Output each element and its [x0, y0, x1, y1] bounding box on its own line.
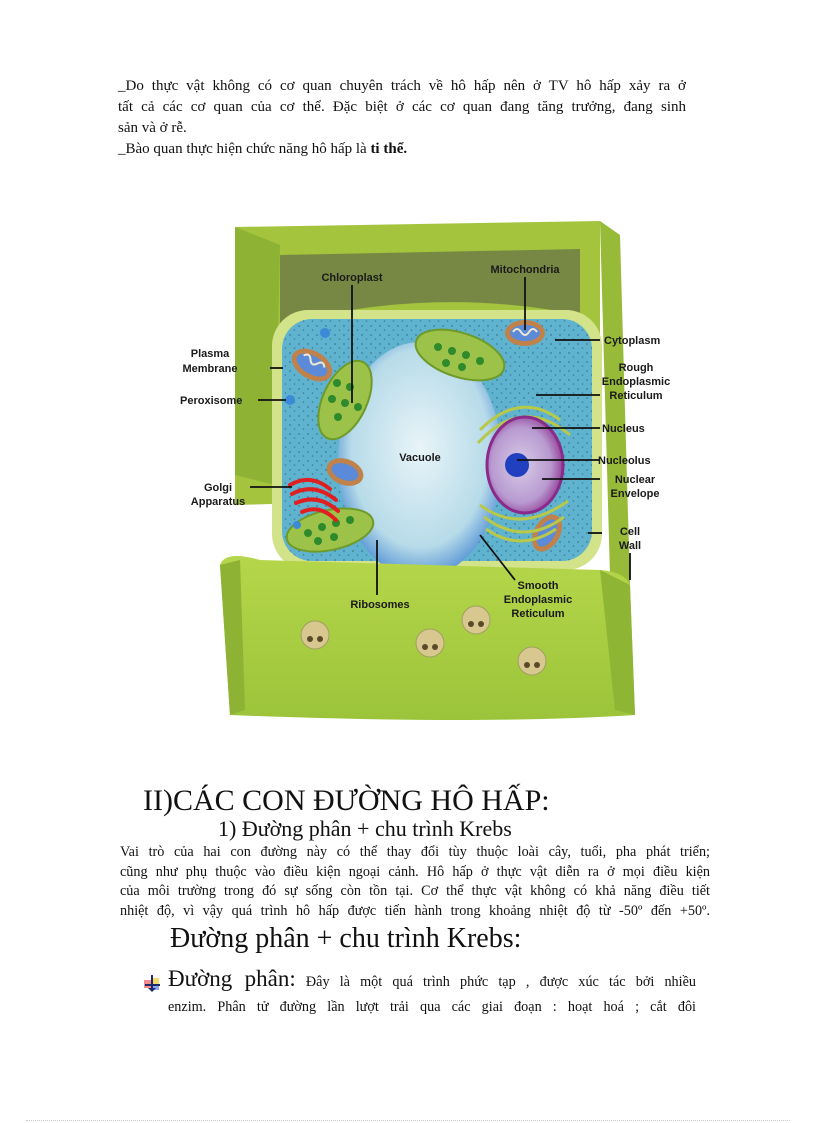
mitochondrion-3	[326, 458, 364, 486]
label-plasma-membrane-1: Plasma	[191, 348, 230, 360]
label-plasma-membrane-2: Membrane	[182, 363, 237, 375]
page-bottom-rule	[26, 1120, 790, 1121]
section-heading: II)CÁC CON ĐƯỜNG HÔ HẤP:	[143, 784, 550, 817]
golgi-apparatus	[288, 477, 340, 522]
para-line-1: Vai trò của hai con đường này có thể tha…	[120, 844, 710, 860]
label-vacuole: Vacuole	[399, 452, 441, 464]
label-rough-er-1: Rough	[619, 362, 654, 374]
peroxisome	[285, 395, 295, 405]
intro-line-4: _Bào quan thực hiện chức năng hô hấp là …	[118, 139, 686, 160]
para-line-3: của môi trường trong đó sự sống còn tồn …	[120, 883, 710, 900]
label-nuclear-envelope-2: Envelope	[611, 488, 660, 500]
label-peroxisome: Peroxisome	[180, 395, 242, 407]
cell-wall-inner-shadow	[280, 249, 580, 325]
cell-wall-left	[235, 227, 280, 485]
chloroplast-1	[317, 359, 373, 441]
label-chloroplast: Chloroplast	[321, 272, 382, 284]
label-golgi-1: Golgi	[204, 482, 232, 494]
label-cell-wall-2: Wall	[619, 540, 641, 552]
chloroplast-2	[414, 328, 506, 382]
mitochondrion-1	[291, 348, 333, 382]
intro-line-4-prefix: _Bào quan thực hiện chức năng hô hấp là	[118, 141, 371, 157]
label-ribosomes: Ribosomes	[350, 599, 409, 611]
bullet-line-1: Đường phân: Đây là một quá trình phức tạ…	[168, 964, 696, 997]
section-title-2: Đường phân + chu trình Krebs:	[170, 923, 522, 954]
label-cytoplasm: Cytoplasm	[604, 335, 660, 347]
intro-line-4-bold: ti thể.	[370, 141, 408, 157]
label-mitochondria: Mitochondria	[490, 264, 560, 276]
plant-cell-diagram: Chloroplast Mitochondria Plasma Membrane…	[180, 221, 670, 720]
mitochondrion-2	[505, 320, 545, 346]
section-subheading: 1) Đường phân + chu trình Krebs	[218, 816, 512, 841]
intro-line-2: tất cả các cơ quan của cơ thể. Đặc biệt …	[118, 99, 686, 115]
label-golgi-2: Apparatus	[191, 496, 245, 508]
section-paragraph: Vai trò của hai con đường này có thể tha…	[120, 843, 710, 921]
label-smooth-er-3: Reticulum	[511, 608, 564, 620]
intro-line-3: sản và ở rễ.	[118, 120, 187, 136]
label-nuclear-envelope-1: Nuclear	[615, 474, 656, 486]
vacuole	[338, 342, 502, 578]
pits	[300, 605, 547, 676]
nucleolus	[505, 453, 529, 477]
cell-wall-right	[600, 221, 630, 585]
bullet-term: Đường phân:	[168, 966, 296, 991]
leader-lines	[250, 277, 631, 595]
para-line-4: nhiệt độ, vì vậy quá trình hô hấp được t…	[120, 902, 710, 919]
label-cell-wall-1: Cell	[620, 526, 640, 538]
label-nucleus: Nucleus	[602, 423, 645, 435]
label-nucleolus: Nucleolus	[598, 455, 651, 467]
label-smooth-er-2: Endoplasmic	[504, 594, 572, 606]
label-rough-er-2: Endoplasmic	[602, 376, 670, 388]
bullet-line-1-rest: Đây là một quá trình phức tạp , được xúc…	[295, 974, 696, 990]
intro-paragraph: _Do thực vật không có cơ quan chuyên trá…	[118, 76, 686, 160]
para-line-2: cũng như phụ thuộc vào điều kiện ngoại c…	[120, 863, 710, 880]
label-rough-er-3: Reticulum	[609, 390, 662, 402]
bullet-line-2: enzim. Phân tử đường lần lượt trải qua c…	[168, 999, 696, 1015]
intro-line-1: _Do thực vật không có cơ quan chuyên trá…	[118, 78, 686, 94]
plant-cell-figure: Chloroplast Mitochondria Plasma Membrane…	[180, 215, 670, 725]
label-smooth-er-1: Smooth	[518, 580, 559, 592]
bullet-arrow-icon	[144, 975, 160, 992]
